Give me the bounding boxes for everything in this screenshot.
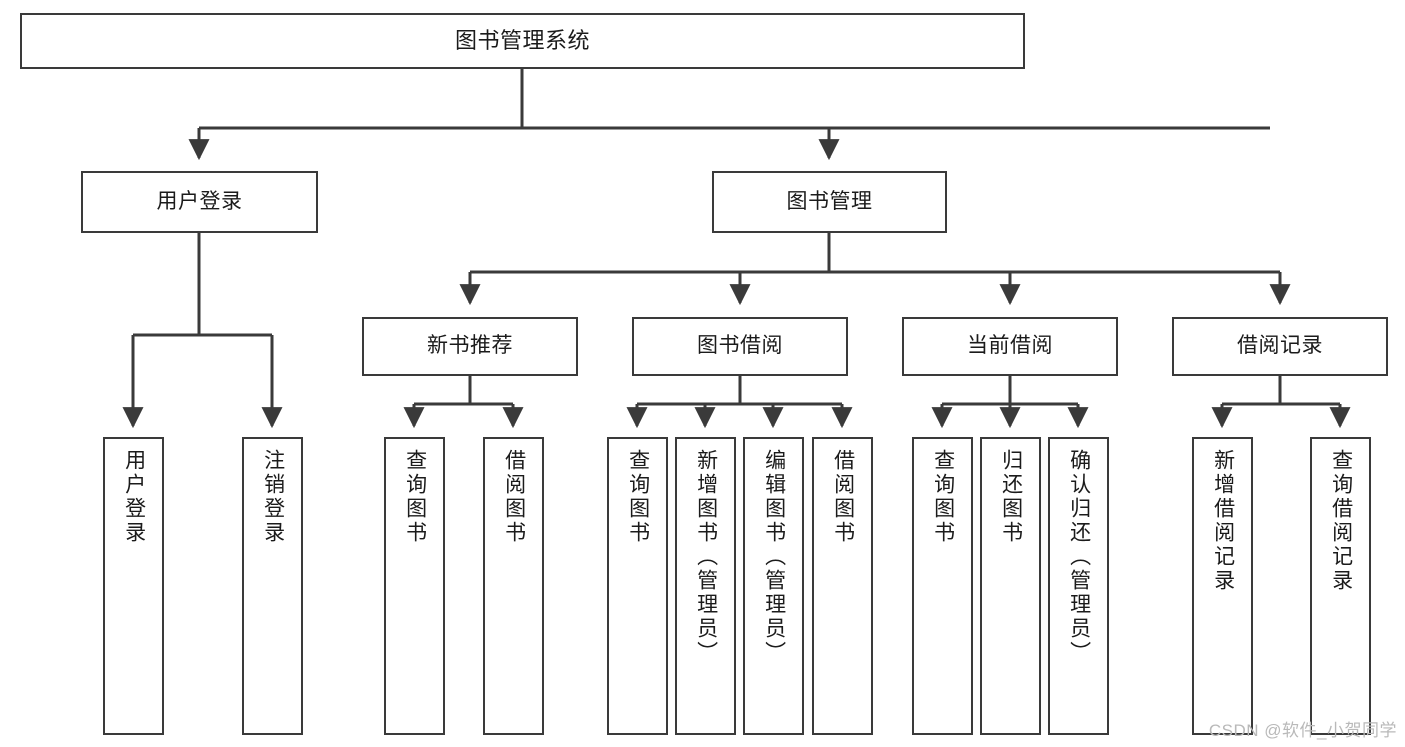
node-label: 编辑图书（管理员） <box>762 449 786 665</box>
node-book-management[interactable]: 图书管理 <box>712 171 947 233</box>
node-label: 借阅图书 <box>502 449 526 545</box>
leaf-user-login-login[interactable]: 用户登录 <box>103 437 164 735</box>
leaf-current-return-book[interactable]: 归还图书 <box>980 437 1041 735</box>
leaf-borrow-query-book[interactable]: 查询图书 <box>607 437 668 735</box>
leaf-record-query-record[interactable]: 查询借阅记录 <box>1310 437 1371 735</box>
node-new-book-recommend[interactable]: 新书推荐 <box>362 317 578 376</box>
node-label: 用户登录 <box>156 189 243 213</box>
leaf-borrow-borrow-book[interactable]: 借阅图书 <box>812 437 873 735</box>
leaf-current-confirm-return[interactable]: 确认归还（管理员） <box>1048 437 1109 735</box>
node-label: 当前借阅 <box>967 334 1053 358</box>
leaf-recommend-borrow-book[interactable]: 借阅图书 <box>483 437 544 735</box>
node-book-borrow[interactable]: 图书借阅 <box>632 317 848 376</box>
node-label: 查询图书 <box>626 449 650 545</box>
node-label: 查询图书 <box>931 449 955 545</box>
leaf-borrow-edit-book[interactable]: 编辑图书（管理员） <box>743 437 804 735</box>
node-current-borrow[interactable]: 当前借阅 <box>902 317 1118 376</box>
node-label: 查询图书 <box>403 449 427 545</box>
node-root-system[interactable]: 图书管理系统 <box>20 13 1025 69</box>
node-label: 借阅图书 <box>831 449 855 545</box>
node-label: 图书借阅 <box>697 334 783 358</box>
leaf-user-login-logout[interactable]: 注销登录 <box>242 437 303 735</box>
leaf-record-add-record[interactable]: 新增借阅记录 <box>1192 437 1253 735</box>
node-label: 新增图书（管理员） <box>694 449 718 665</box>
node-label: 用户登录 <box>122 449 146 545</box>
leaf-current-query-book[interactable]: 查询图书 <box>912 437 973 735</box>
node-label: 确认归还（管理员） <box>1067 449 1091 665</box>
node-label: 新增借阅记录 <box>1211 449 1235 593</box>
leaf-borrow-add-book[interactable]: 新增图书（管理员） <box>675 437 736 735</box>
node-label: 图书管理系统 <box>454 28 590 54</box>
node-label: 借阅记录 <box>1237 334 1323 358</box>
node-user-login[interactable]: 用户登录 <box>81 171 318 233</box>
node-label: 查询借阅记录 <box>1329 449 1353 593</box>
leaf-recommend-query-book[interactable]: 查询图书 <box>384 437 445 735</box>
node-label: 归还图书 <box>999 449 1023 545</box>
node-label: 图书管理 <box>786 189 873 213</box>
node-label: 注销登录 <box>261 449 285 545</box>
watermark-text: CSDN @软件_小贺同学 <box>1208 721 1397 740</box>
node-label: 新书推荐 <box>427 334 513 358</box>
node-borrow-record[interactable]: 借阅记录 <box>1172 317 1388 376</box>
